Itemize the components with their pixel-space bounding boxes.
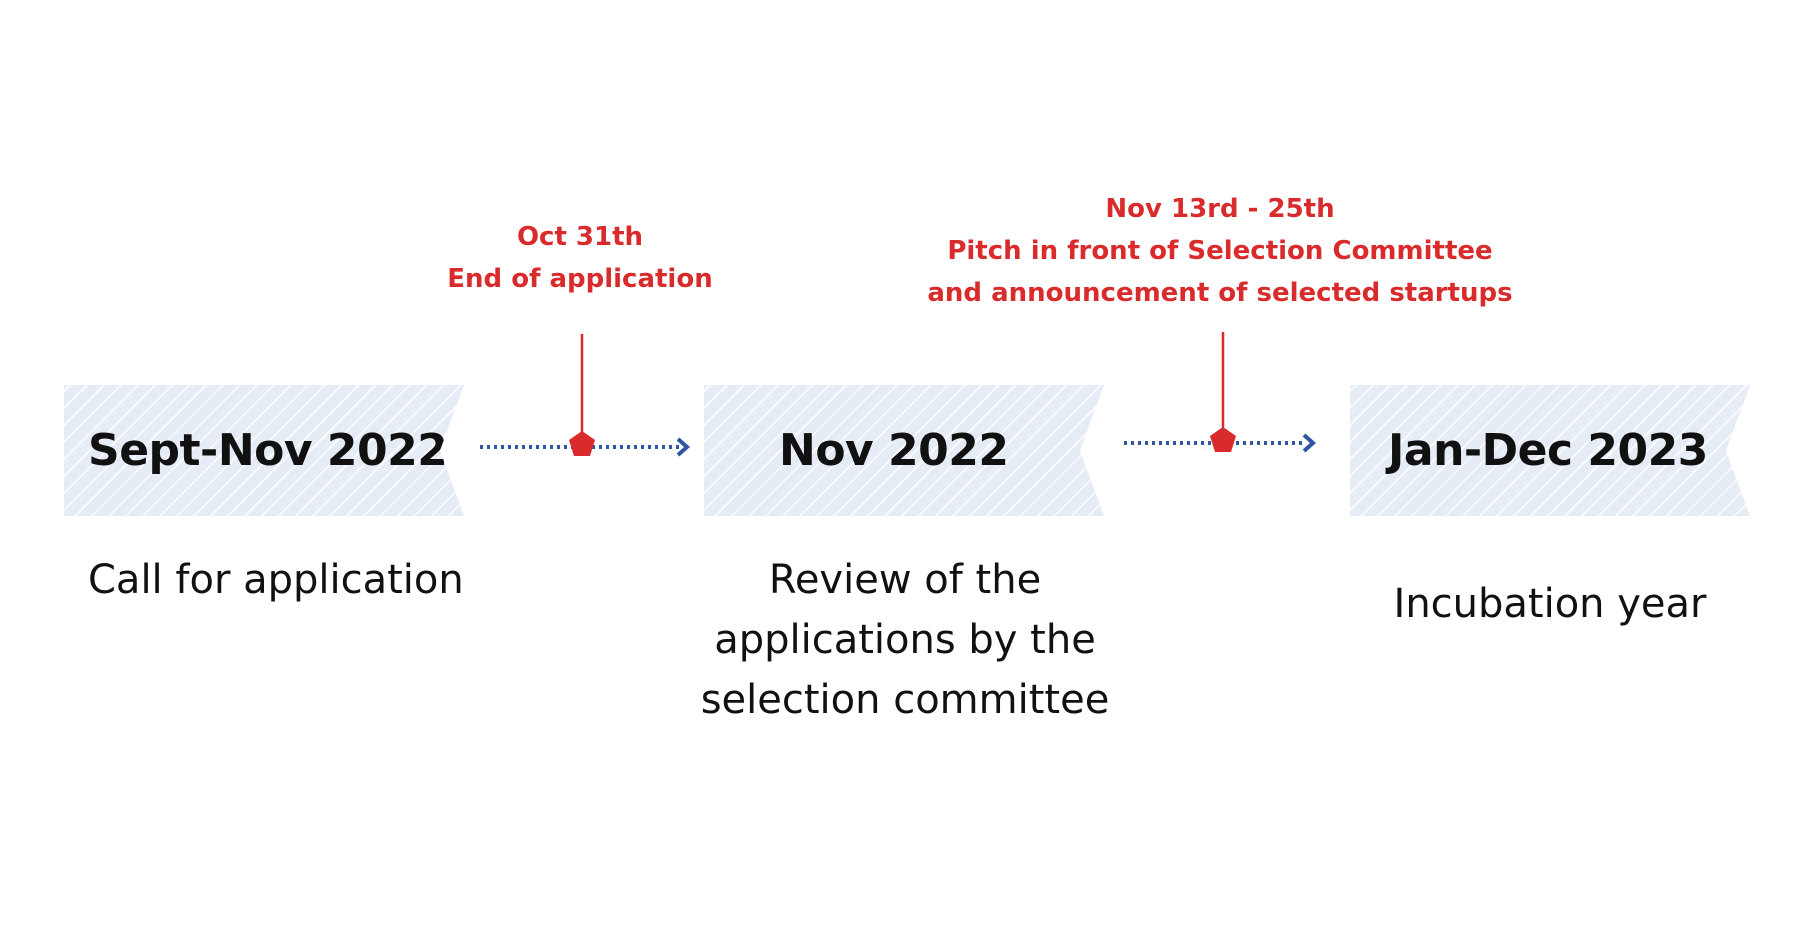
milestone-2-line-3: and announcement of selected startups: [927, 278, 1513, 308]
arrow-head-1: [676, 437, 691, 457]
milestone-label-2: Nov 13rd - 25th Pitch in front of Select…: [920, 188, 1520, 314]
stage-banner-3: Jan-Dec 2023: [1350, 385, 1750, 516]
stage-date-3: Jan-Dec 2023: [1388, 425, 1708, 476]
stage-description-2: Review of the applications by the select…: [690, 550, 1120, 730]
stage-banner-2: Nov 2022: [704, 385, 1104, 516]
stage-date-2: Nov 2022: [779, 425, 1009, 476]
milestone-1-line-2: End of application: [447, 264, 713, 294]
stage-description-2-line-1: Review of the: [768, 557, 1042, 603]
connector-2: [1124, 332, 1317, 453]
stage-description-1: Call for application: [64, 550, 464, 610]
stage-description-2-line-2: applications by the: [714, 617, 1096, 663]
stage-description-3-line-1: Incubation year: [1393, 581, 1707, 627]
milestone-1-line-1: Oct 31th: [516, 222, 644, 252]
milestone-marker-2: [1210, 427, 1236, 452]
milestone-2-line-2: Pitch in front of Selection Committee: [947, 236, 1493, 266]
stage-description-2-line-3: selection committee: [700, 677, 1110, 723]
connector-1: [480, 334, 691, 457]
arrow-head-2: [1302, 433, 1317, 453]
milestone-2-line-1: Nov 13rd - 25th: [1105, 194, 1335, 224]
stage-date-1: Sept-Nov 2022: [88, 425, 448, 476]
stage-description-1-line-1: Call for application: [88, 557, 464, 603]
stage-description-3: Incubation year: [1350, 574, 1750, 634]
milestone-marker-1: [569, 431, 595, 456]
stage-banner-1: Sept-Nov 2022: [64, 385, 464, 516]
milestone-label-1: Oct 31th End of application: [380, 216, 780, 300]
